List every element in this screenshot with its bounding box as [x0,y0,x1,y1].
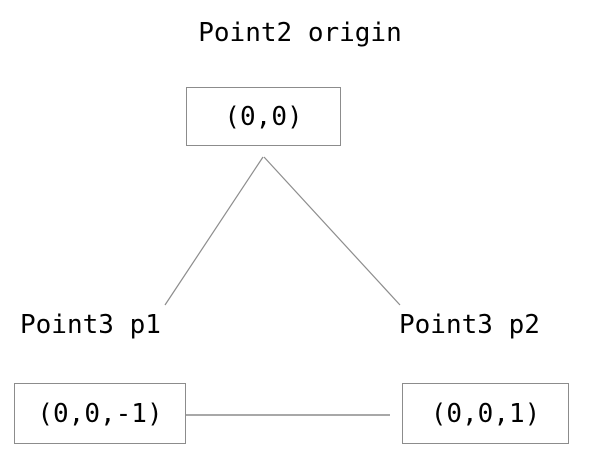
node-p1-label: Point3 p1 [20,310,161,340]
edge-origin-to-p2 [263,156,401,306]
page-title: Point2 origin [198,18,402,48]
node-p2-value-box[interactable]: (0,0,1) [402,383,569,444]
edge-origin-to-p1 [164,156,264,306]
node-p1-value-box[interactable]: (0,0,-1) [14,383,186,444]
node-origin-value-box[interactable]: (0,0) [186,87,341,146]
node-p2-label: Point3 p2 [399,310,540,340]
